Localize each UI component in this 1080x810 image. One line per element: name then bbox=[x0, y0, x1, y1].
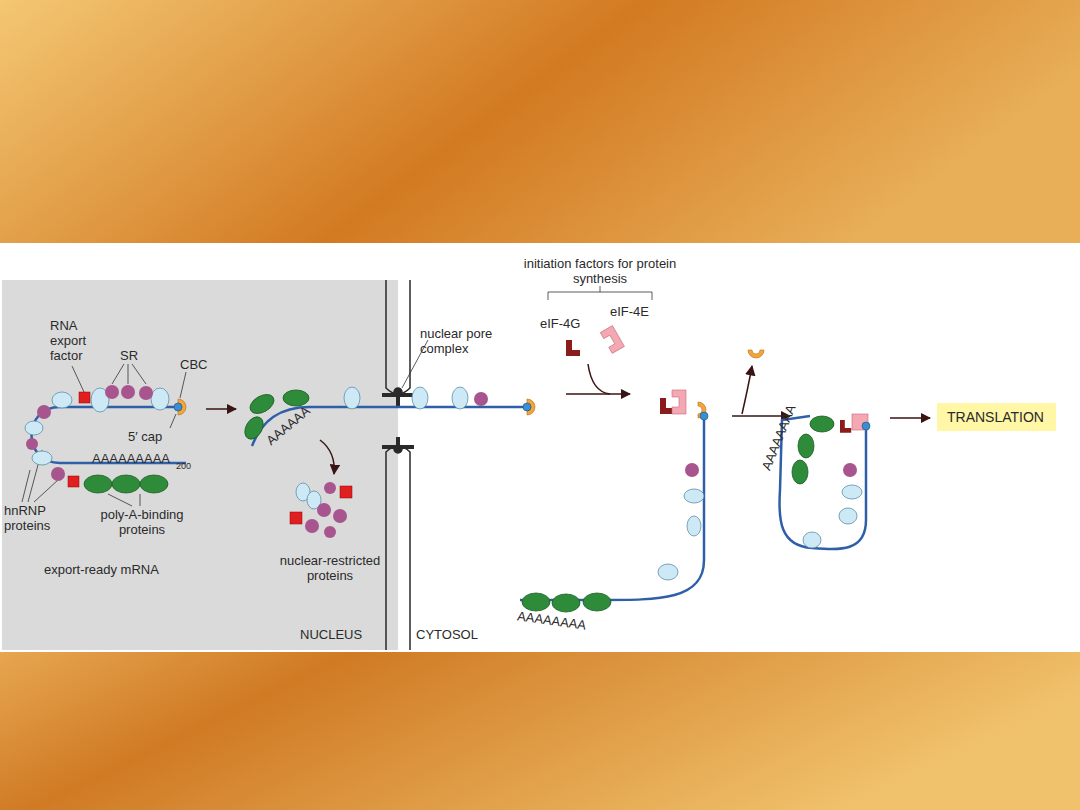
cytosolic-mrna bbox=[520, 350, 790, 612]
leader-lines bbox=[22, 286, 652, 506]
label: poly-A-binding proteins bbox=[86, 507, 198, 537]
label: RNA export factor bbox=[50, 318, 106, 363]
label: CBC bbox=[180, 357, 207, 372]
poly-a-tail: AAAAAA bbox=[263, 403, 313, 448]
label: 5′ cap bbox=[128, 429, 162, 444]
nuclear-pore bbox=[382, 280, 414, 650]
bottom-band bbox=[0, 652, 1080, 810]
label: initiation factors for protein synthesis bbox=[516, 256, 684, 286]
top-band bbox=[0, 0, 1080, 243]
label: SR bbox=[120, 348, 138, 363]
label: nuclear-restricted proteins bbox=[262, 553, 398, 583]
nucleus-region bbox=[2, 280, 398, 650]
process-box: TRANSLATION bbox=[937, 403, 1056, 431]
label: AAAAAAAAA bbox=[92, 451, 170, 466]
box-text: TRANSLATION bbox=[947, 409, 1046, 425]
poly-a-tail: AAAAAAAA bbox=[759, 403, 799, 473]
initiation-factors bbox=[566, 326, 630, 394]
label: nuclear pore complex bbox=[420, 326, 510, 356]
label: eIF-4E bbox=[610, 304, 649, 319]
label: export-ready mRNA bbox=[44, 562, 159, 577]
poly-a-tail: AAAAAAAA bbox=[516, 608, 587, 633]
exporting-mrna bbox=[241, 387, 535, 538]
step-arrow bbox=[206, 408, 236, 410]
label: NUCLEUS bbox=[300, 627, 362, 642]
label: eIF-4G bbox=[540, 316, 580, 331]
export-ready-mrna bbox=[25, 385, 186, 493]
label: 200 bbox=[176, 459, 191, 474]
label: CYTOSOL bbox=[416, 627, 478, 642]
label: hnRNP proteins bbox=[4, 503, 68, 533]
circularized-mrna bbox=[779, 414, 930, 549]
panel bbox=[0, 243, 1080, 652]
